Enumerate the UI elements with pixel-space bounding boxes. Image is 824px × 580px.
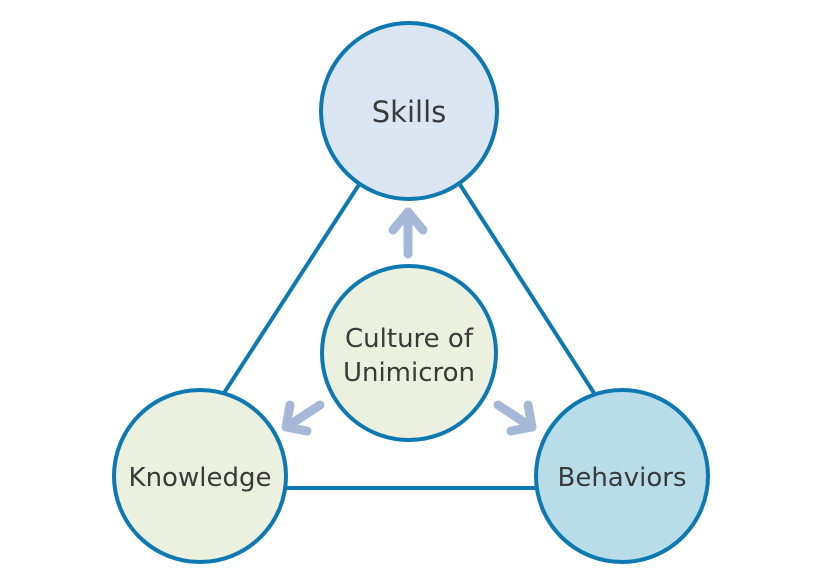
node-center-circle <box>320 264 498 442</box>
node-behaviors-circle <box>534 388 710 564</box>
arrow-up-to-skills <box>388 207 428 259</box>
arrow-to-knowledge <box>281 400 325 436</box>
edge-skills-behaviors <box>455 178 596 395</box>
node-knowledge-circle <box>112 388 288 564</box>
node-behaviors-label: Behaviors <box>558 463 687 493</box>
arrow-to-behaviors <box>493 400 537 436</box>
node-knowledge-label: Knowledge <box>129 463 272 493</box>
node-center-label-line2: Unimicron <box>343 358 475 388</box>
node-skills-circle <box>319 21 499 201</box>
edge-skills-knowledge <box>222 178 364 395</box>
node-center-label-line1: Culture of <box>345 324 474 354</box>
node-skills-label: Skills <box>372 95 446 129</box>
